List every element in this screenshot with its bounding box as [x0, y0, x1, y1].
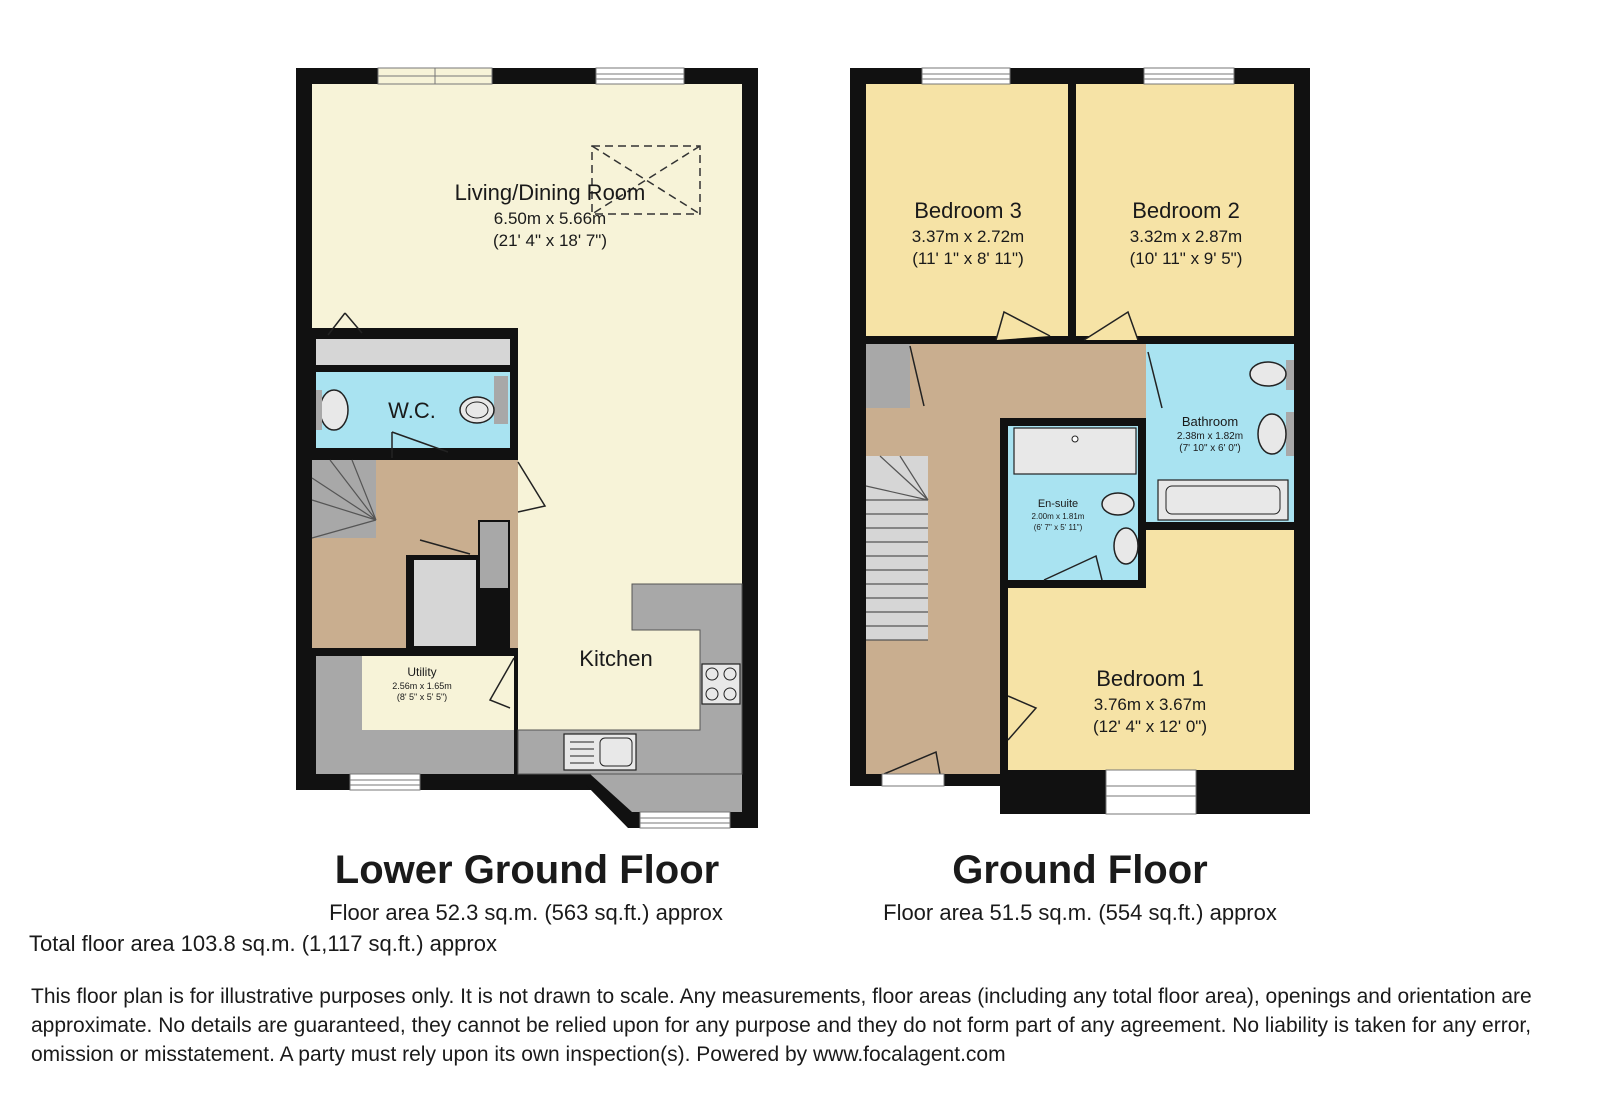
utility-metric: 2.56m x 1.65m [392, 681, 452, 691]
bedroom1-metric: 3.76m x 3.67m [1094, 695, 1206, 714]
wc-cistern [494, 376, 508, 424]
ensuite-imperial: (6' 7" x 5' 11") [1034, 523, 1083, 532]
bathroom-metric: 2.38m x 1.82m [1177, 431, 1243, 442]
landing-floor [866, 344, 1146, 774]
lower-floor-title: Lower Ground Floor [334, 848, 720, 892]
shower-icon [1013, 427, 1137, 475]
wc-toilet-icon [459, 396, 495, 424]
bedroom3-window [921, 67, 1011, 85]
ground-floor-area: Floor area 51.5 sq.m. (554 sq.ft.) appro… [883, 900, 1277, 925]
ground-floor-title: Ground Floor [952, 848, 1208, 892]
living-room-name: Living/Dining Room [455, 180, 646, 205]
ground-floor-plan [850, 67, 1310, 815]
utility-window [349, 773, 421, 791]
bathroom-imperial: (7' 10" x 6' 0") [1179, 443, 1241, 454]
storage-cupboard [316, 339, 510, 365]
ground-stairs [866, 456, 928, 640]
bedroom3-floor [866, 84, 1068, 336]
bedroom3-imperial: (11' 1" x 8' 11") [912, 249, 1023, 268]
bedroom1-floor [1008, 530, 1294, 770]
wc-sink-icon [319, 389, 349, 431]
living-room-metric: 6.50m x 5.66m [494, 209, 606, 228]
bedroom1-window [1105, 769, 1197, 815]
bedroom2-imperial: (10' 11" x 9' 5") [1130, 249, 1243, 268]
ensuite-basin-icon [1113, 527, 1139, 565]
bedroom1-imperial: (12' 4" x 12' 0") [1093, 717, 1207, 736]
bedroom2-name: Bedroom 2 [1132, 198, 1240, 223]
ensuite-toilet-icon [1101, 492, 1135, 516]
landing-cupboard [866, 344, 910, 408]
bathroom-name: Bathroom [1182, 414, 1238, 429]
bedroom2-floor [1076, 84, 1294, 336]
utility-imperial: (8' 5" x 5' 5") [397, 692, 447, 702]
bedroom2-metric: 3.32m x 2.87m [1130, 227, 1242, 246]
kitchen-name: Kitchen [579, 646, 652, 671]
bedroom2-window [1143, 67, 1235, 85]
living-window [595, 67, 685, 85]
ensuite-name: En-suite [1038, 498, 1078, 510]
hob-icon [701, 663, 741, 705]
bedroom1-name: Bedroom 1 [1096, 666, 1204, 691]
bathroom-basin-icon [1257, 413, 1287, 455]
disclaimer-text: This floor plan is for illustrative purp… [31, 985, 1532, 1066]
fridge-unit [480, 522, 508, 588]
total-floor-area: Total floor area 103.8 sq.m. (1,117 sq.f… [29, 931, 497, 956]
entrance-threshold [881, 773, 945, 787]
bedroom3-name: Bedroom 3 [914, 198, 1022, 223]
bath-icon [1157, 479, 1289, 521]
bathroom-toilet-icon [1249, 361, 1287, 387]
lower-floor-area: Floor area 52.3 sq.m. (563 sq.ft.) appro… [329, 900, 723, 925]
bay-floor [590, 774, 742, 812]
utility-name: Utility [407, 665, 436, 679]
skylight [591, 145, 701, 215]
under-stair-store [414, 560, 476, 646]
utility-floor [362, 656, 514, 730]
kitchen-window [639, 811, 731, 829]
ensuite-metric: 2.00m x 1.81m [1032, 512, 1085, 521]
living-room-imperial: (21' 4" x 18' 7") [493, 231, 607, 250]
lower-ground-floor-plan [296, 67, 758, 829]
room-labels: Living/Dining Room 6.50m x 5.66m (21' 4"… [388, 180, 1243, 736]
bedroom3-metric: 3.37m x 2.72m [912, 227, 1024, 246]
wc-name: W.C. [388, 398, 436, 423]
